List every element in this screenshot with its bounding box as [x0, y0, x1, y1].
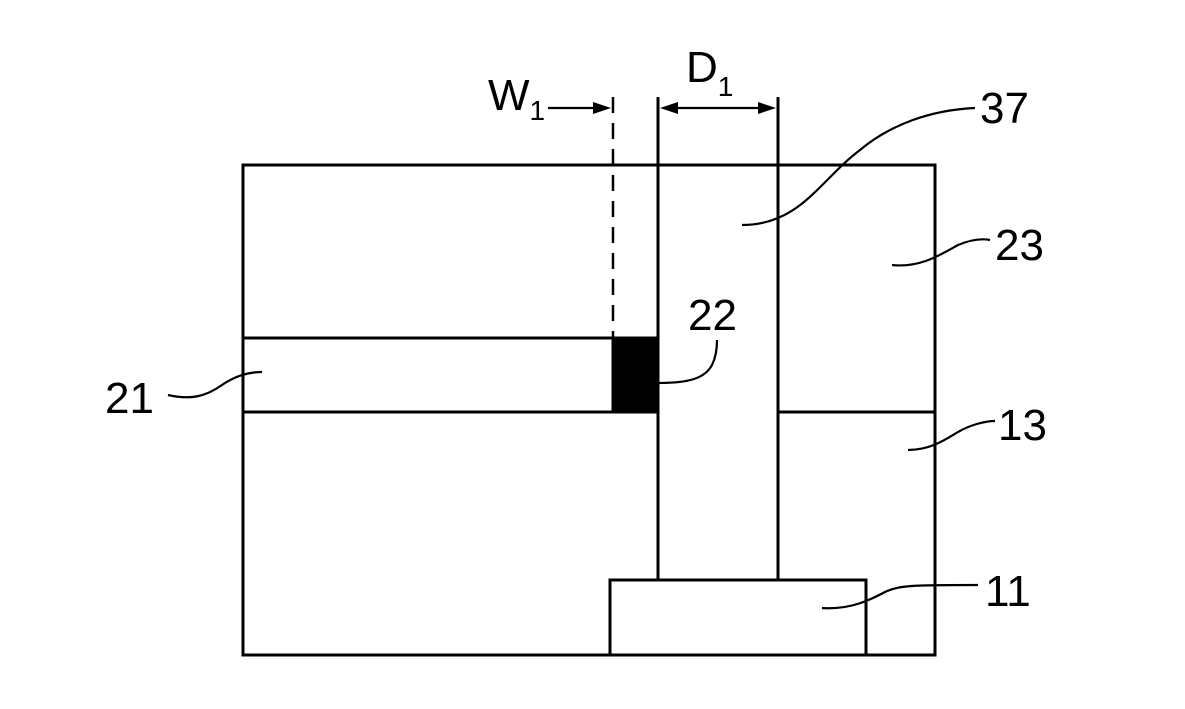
leader-11	[822, 585, 978, 608]
label-d1: D1	[686, 43, 733, 102]
leader-23	[892, 239, 990, 265]
label-37: 37	[980, 84, 1029, 133]
d1-arrowhead-left	[660, 102, 678, 114]
leader-22	[658, 340, 717, 383]
leader-13	[908, 421, 995, 450]
label-22: 22	[688, 291, 737, 340]
label-11: 11	[985, 567, 1031, 616]
label-13: 13	[998, 401, 1047, 450]
leader-21	[168, 372, 262, 397]
element-11	[610, 580, 866, 655]
w1-arrowhead	[593, 102, 611, 114]
label-w1: W1	[488, 71, 545, 126]
label-23: 23	[995, 221, 1044, 270]
layer-21	[243, 338, 613, 412]
label-21: 21	[105, 374, 154, 423]
element-22	[613, 338, 658, 412]
d1-arrowhead-right	[758, 102, 776, 114]
